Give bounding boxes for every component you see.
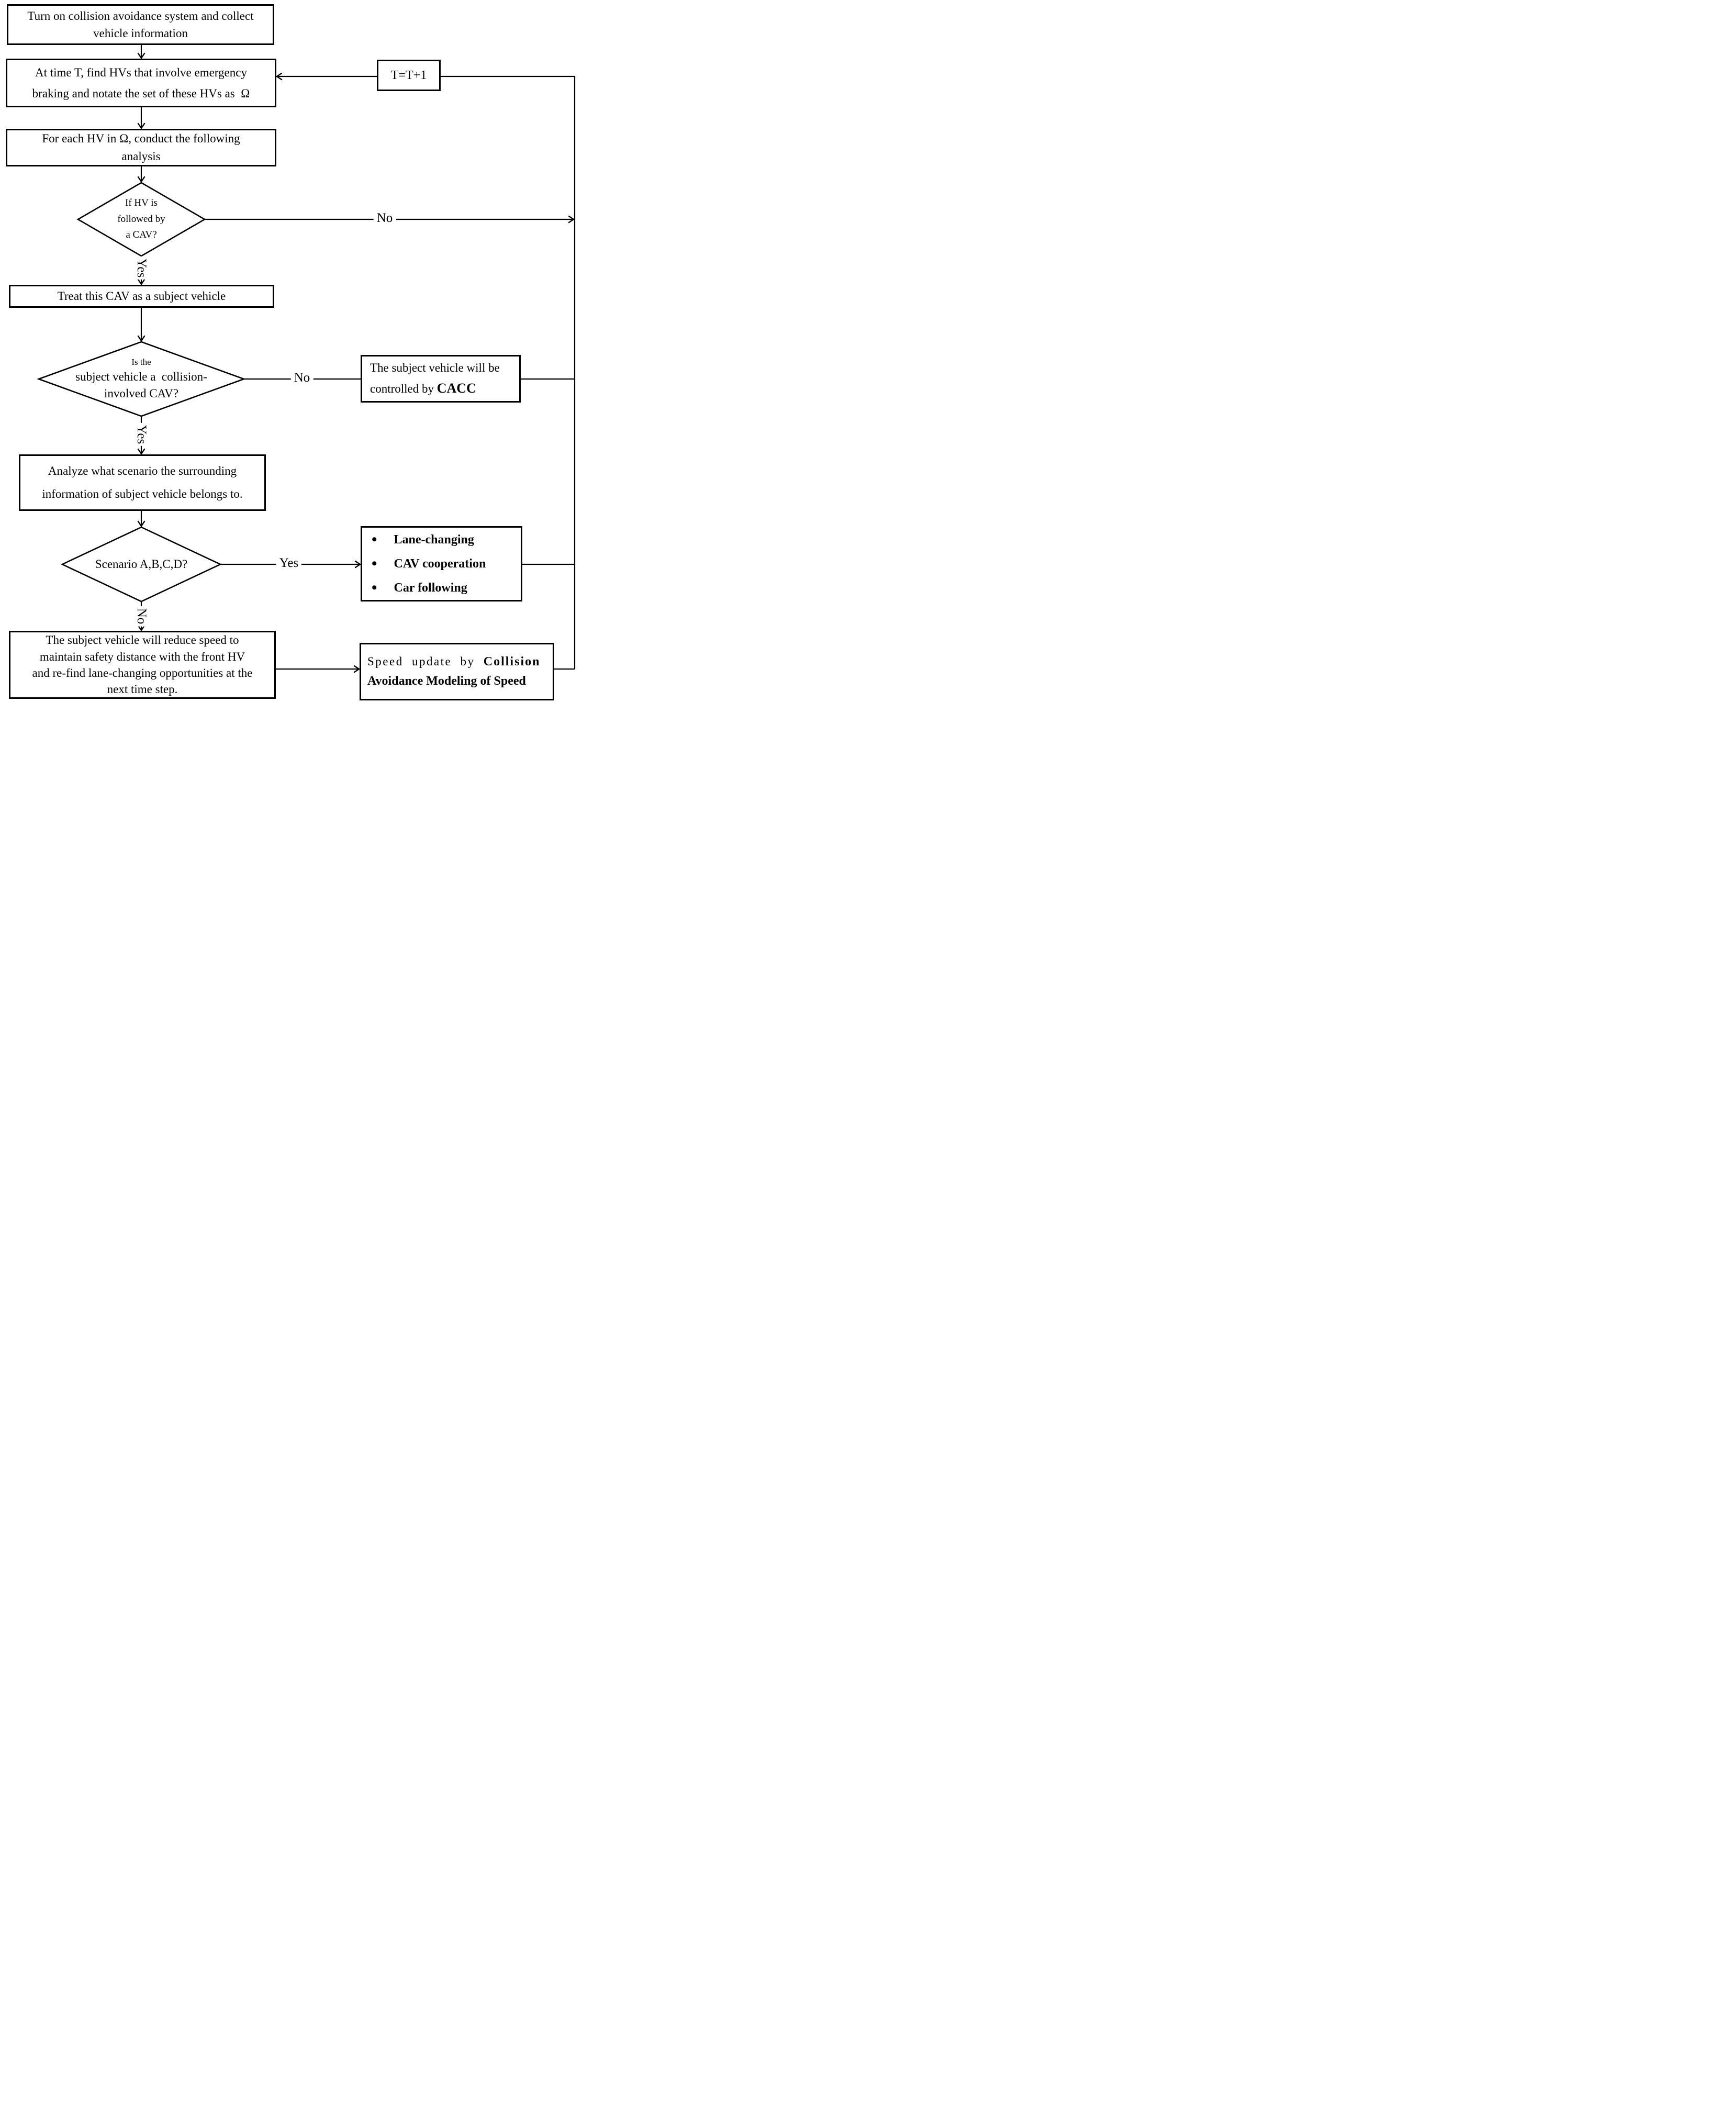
arrowhead-down-dec3: [137, 520, 145, 528]
arrowhead-left-find: [275, 72, 283, 81]
decision-hv-followed-text: If HV is followed by a CAV?: [92, 195, 191, 244]
speed-update-prefix: Speed update by: [367, 654, 484, 668]
cacc-acronym: CACC: [436, 381, 476, 396]
arrowhead-down-reduce: [137, 625, 145, 632]
decision-collision-diamond: [37, 341, 246, 417]
reduce-speed-line: and re-find lane-changing opportunities …: [32, 666, 253, 679]
bullet-icon: •: [372, 555, 377, 572]
cacc-line2-prefix: controlled by: [370, 382, 437, 396]
increment-time-box: T=T+1: [377, 60, 441, 91]
scenario-actions-box: • Lane-changing • CAV cooperation • Car …: [361, 526, 522, 601]
cacc-line2: controlled by CACC: [370, 377, 476, 399]
decision-scenario-text: Scenario A,B,C,D?: [63, 556, 220, 573]
speed-update-bold1: Collision: [483, 654, 541, 668]
cacc-box: The subject vehicle will be controlled b…: [361, 355, 521, 403]
decision-line: a CAV?: [126, 229, 157, 241]
increment-time-label: T=T+1: [390, 68, 427, 82]
decision-line: If HV is: [125, 197, 158, 208]
reduce-speed-line: next time step.: [107, 683, 178, 696]
edge-label-yes-2: Yes: [134, 422, 149, 447]
cacc-line1: The subject vehicle will be: [370, 361, 500, 374]
edge-feedback-loop: [441, 75, 576, 669]
reduce-speed-line: maintain safety distance with the front …: [39, 650, 245, 663]
for-each-hv-box: For each HV in Ω, conduct the following …: [6, 129, 276, 166]
start-box: Turn on collision avoidance system and c…: [7, 4, 274, 45]
analyze-line: Analyze what scenario the surrounding: [48, 464, 237, 478]
bullet-icon: •: [372, 579, 377, 596]
edge-label-no-3: No: [134, 606, 149, 627]
bullet-icon: •: [372, 531, 377, 548]
action-label: Lane-changing: [394, 532, 474, 547]
treat-cav-box: Treat this CAV as a subject vehicle: [9, 285, 274, 308]
arrowhead-down-foreach: [137, 122, 145, 130]
speed-update-box: Speed update by Collision Avoidance Mode…: [360, 643, 554, 700]
for-each-hv-line: For each HV in Ω, conduct the following: [42, 131, 240, 145]
arrowhead-down-dec1: [137, 176, 145, 183]
edge-label-yes-1: Yes: [134, 256, 149, 280]
speed-update-line2: Avoidance Modeling of Speed: [367, 674, 526, 688]
speed-update-line1: Speed update by Collision: [367, 652, 540, 672]
arrowhead-down-analyze: [137, 448, 145, 455]
decision-line: followed by: [117, 213, 165, 225]
decision-line: Scenario A,B,C,D?: [95, 558, 188, 571]
find-hvs-line: braking and notate the set of these HVs …: [32, 86, 250, 100]
arrowhead-down-dec2: [137, 335, 145, 342]
edge-label-no-1: No: [373, 211, 396, 226]
decision-line: subject vehicle a collision-: [75, 370, 207, 383]
find-hvs-line: At time T, find HVs that involve emergen…: [35, 66, 247, 80]
start-box-line: Turn on collision avoidance system and c…: [27, 9, 254, 23]
reduce-speed-box: The subject vehicle will reduce speed to…: [9, 631, 276, 699]
connector-layer: [37, 45, 576, 673]
for-each-hv-line: analysis: [121, 150, 161, 163]
arrowhead-right-actions: [354, 560, 362, 569]
arrowhead-down-treat: [137, 278, 145, 286]
find-hvs-box: At time T, find HVs that involve emergen…: [6, 59, 276, 107]
decision-scenario-diamond: [60, 526, 222, 603]
action-label: CAV cooperation: [394, 556, 486, 571]
arrowhead-right-speed: [353, 665, 361, 673]
action-label: Car following: [394, 581, 467, 595]
edge-label-no-2: No: [290, 371, 313, 386]
decision-line: Is the: [131, 356, 151, 367]
analyze-line: information of subject vehicle belongs t…: [42, 487, 243, 500]
arrowhead-down-find: [137, 52, 145, 60]
analyze-scenario-box: Analyze what scenario the surrounding in…: [19, 454, 266, 511]
action-item-car-following: • Car following: [362, 576, 521, 600]
decision-line: involved CAV?: [104, 386, 179, 400]
arrowhead-right-feedback: [568, 215, 575, 224]
start-box-line: vehicle information: [93, 27, 188, 40]
decision-collision-text: Is the subject vehicle a collision- invo…: [42, 352, 241, 406]
reduce-speed-line: The subject vehicle will reduce speed to: [46, 633, 239, 647]
edge-label-yes-3: Yes: [276, 556, 302, 571]
flowchart-canvas: Turn on collision avoidance system and c…: [0, 0, 579, 706]
action-item-lane-changing: • Lane-changing: [362, 528, 521, 552]
treat-cav-label: Treat this CAV as a subject vehicle: [57, 289, 226, 303]
decision-hv-followed-diamond: [76, 182, 206, 257]
action-item-cav-cooperation: • CAV cooperation: [362, 552, 521, 576]
